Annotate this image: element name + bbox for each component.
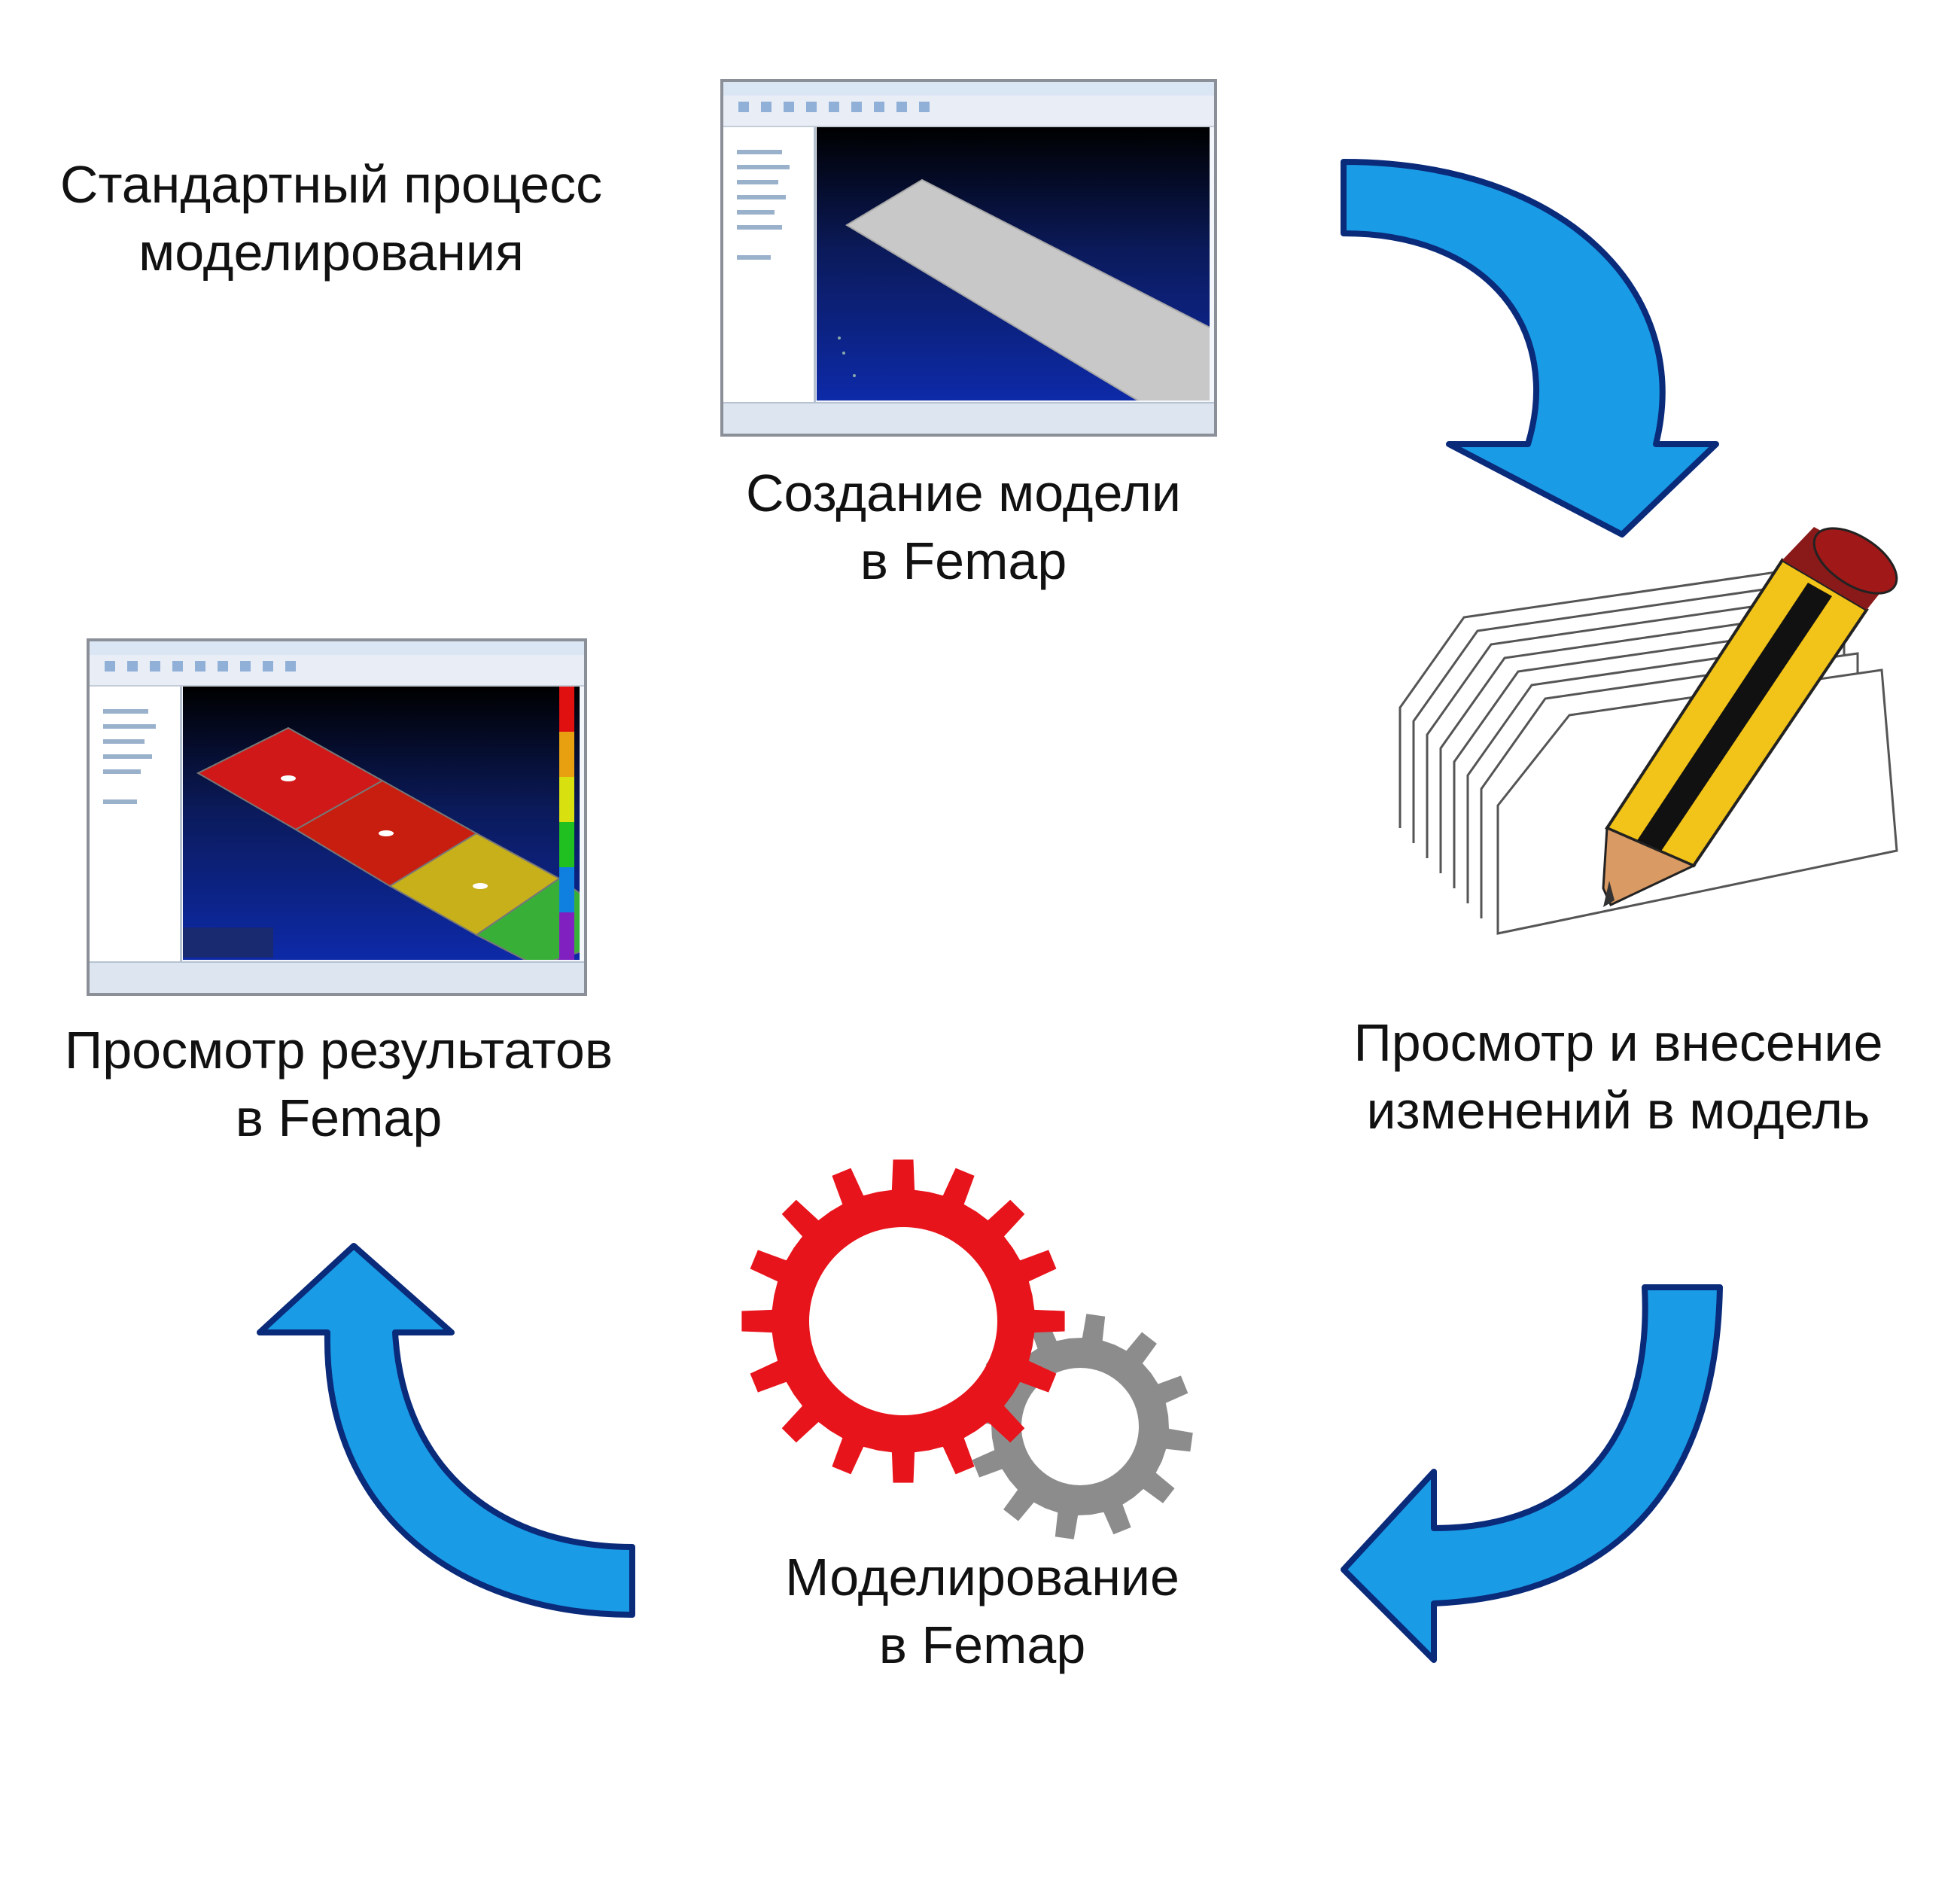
- femap-model-screenshot-icon: [720, 79, 1217, 437]
- step-create-line-1: Создание модели: [745, 464, 1182, 522]
- window-toolbar: [90, 655, 584, 687]
- flow-arrow-review-to-simulate: [1341, 1284, 1723, 1663]
- femap-results-screenshot-icon: [87, 638, 587, 996]
- flow-arrow-create-to-review: [1341, 159, 1719, 537]
- step-create-label: Создание модели в Femap: [662, 459, 1265, 595]
- step-simulate-line-1: Моделирование: [785, 1548, 1179, 1606]
- title-line-1: Стандартный процесс: [59, 155, 603, 214]
- step-review-label: Просмотр и внесение изменений в модель: [1310, 1009, 1927, 1144]
- model-viewport: [817, 127, 1210, 400]
- step-results-line-1: Просмотр результатов: [64, 1021, 613, 1080]
- result-contour-plot: [183, 687, 580, 960]
- gear-large: [741, 1159, 1065, 1483]
- model-tree-panel: [723, 127, 816, 404]
- window-statusbar: [90, 961, 584, 993]
- step-review-line-2: изменений в модель: [1366, 1081, 1870, 1140]
- step-review-line-1: Просмотр и внесение: [1353, 1013, 1883, 1072]
- results-viewport: [183, 687, 580, 960]
- step-results-label: Просмотр результатов в Femap: [30, 1016, 647, 1152]
- flow-arrow-simulate-to-results: [257, 1243, 635, 1618]
- window-titlebar: [723, 82, 1214, 96]
- diagram-title: Стандартный процесс моделирования: [30, 151, 632, 286]
- document-pencil-icon: [1398, 527, 1898, 935]
- plate-model: [838, 178, 1210, 400]
- gears-icon: [741, 1159, 1193, 1539]
- step-simulate-label: Моделирование в Femap: [681, 1543, 1283, 1679]
- window-statusbar: [723, 402, 1214, 434]
- window-toolbar: [723, 96, 1214, 127]
- step-create-line-2: в Femap: [860, 531, 1067, 590]
- window-titlebar: [90, 641, 584, 655]
- step-simulate-line-2: в Femap: [878, 1616, 1086, 1674]
- title-line-2: моделирования: [138, 223, 524, 282]
- stacked-pages: [1398, 571, 1898, 935]
- pencil: [1602, 527, 1898, 907]
- step-results-line-2: в Femap: [235, 1089, 443, 1147]
- model-tree-panel: [90, 687, 182, 963]
